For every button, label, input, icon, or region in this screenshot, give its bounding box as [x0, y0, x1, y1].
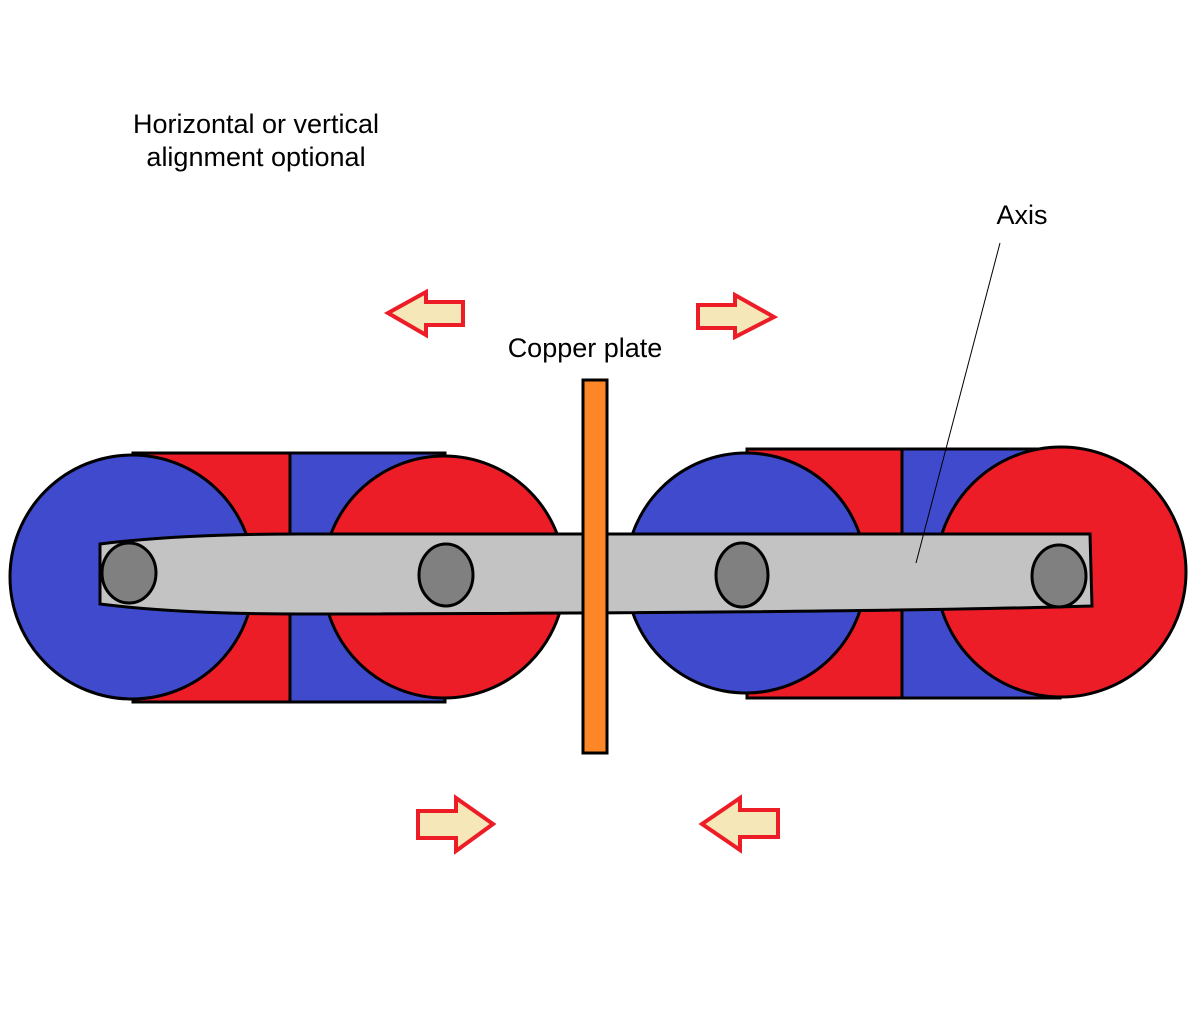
axis-hole: [1030, 543, 1088, 609]
axis-hole: [714, 541, 770, 609]
alignment-note-line-1: Horizontal or vertical: [133, 109, 379, 139]
arrow-right-icon: [416, 794, 497, 855]
axis-hole: [100, 541, 158, 605]
copper-plate: [581, 378, 609, 755]
arrow-left-icon: [698, 794, 780, 854]
alignment-note-line-2: alignment optional: [146, 142, 365, 172]
axis-hole: [417, 542, 475, 608]
arrow-right-icon: [696, 291, 779, 341]
axis-leader-line: [915, 242, 1001, 564]
axis-label: Axis: [996, 200, 1047, 230]
arrow-left-icon: [383, 288, 465, 339]
copper-plate-label: Copper plate: [508, 333, 663, 363]
